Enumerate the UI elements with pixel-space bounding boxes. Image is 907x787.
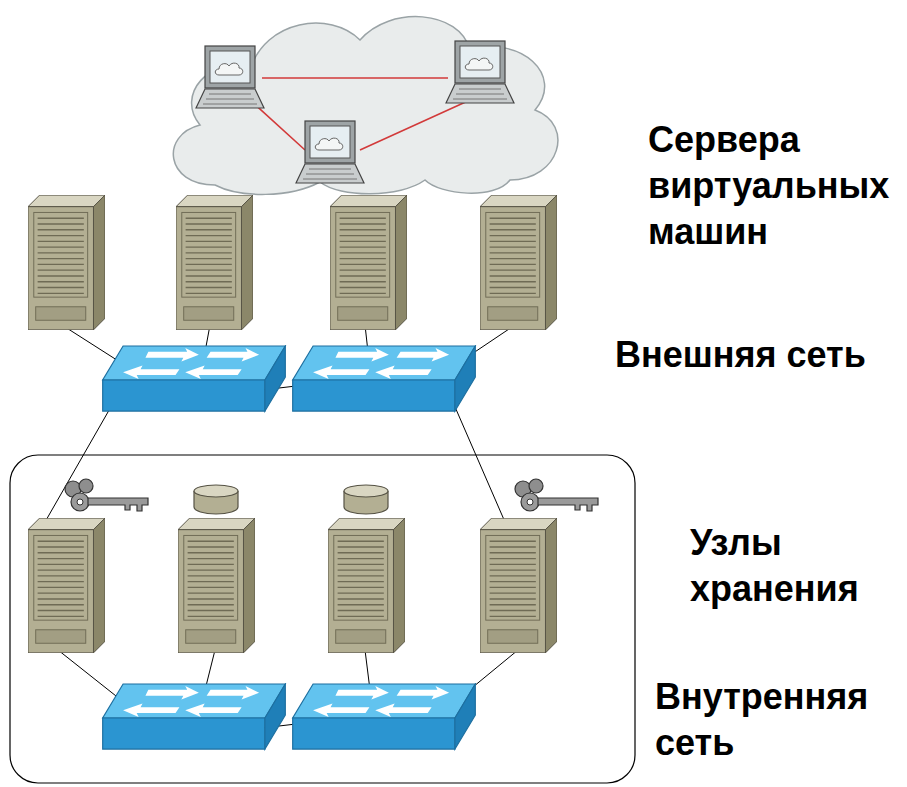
storage-servers [28,479,598,653]
section-label: Внешняя сеть [615,332,900,378]
storage-region [10,455,635,783]
internal-switches [103,684,476,749]
section-label: Сервера виртуальных машин [648,117,898,255]
external-switches [103,346,476,411]
section-label: Узлы хранения [690,520,900,612]
cloud [173,17,558,195]
wires [45,325,518,728]
section-label: Внутренняя сеть [655,674,895,766]
vm-servers [28,195,557,330]
